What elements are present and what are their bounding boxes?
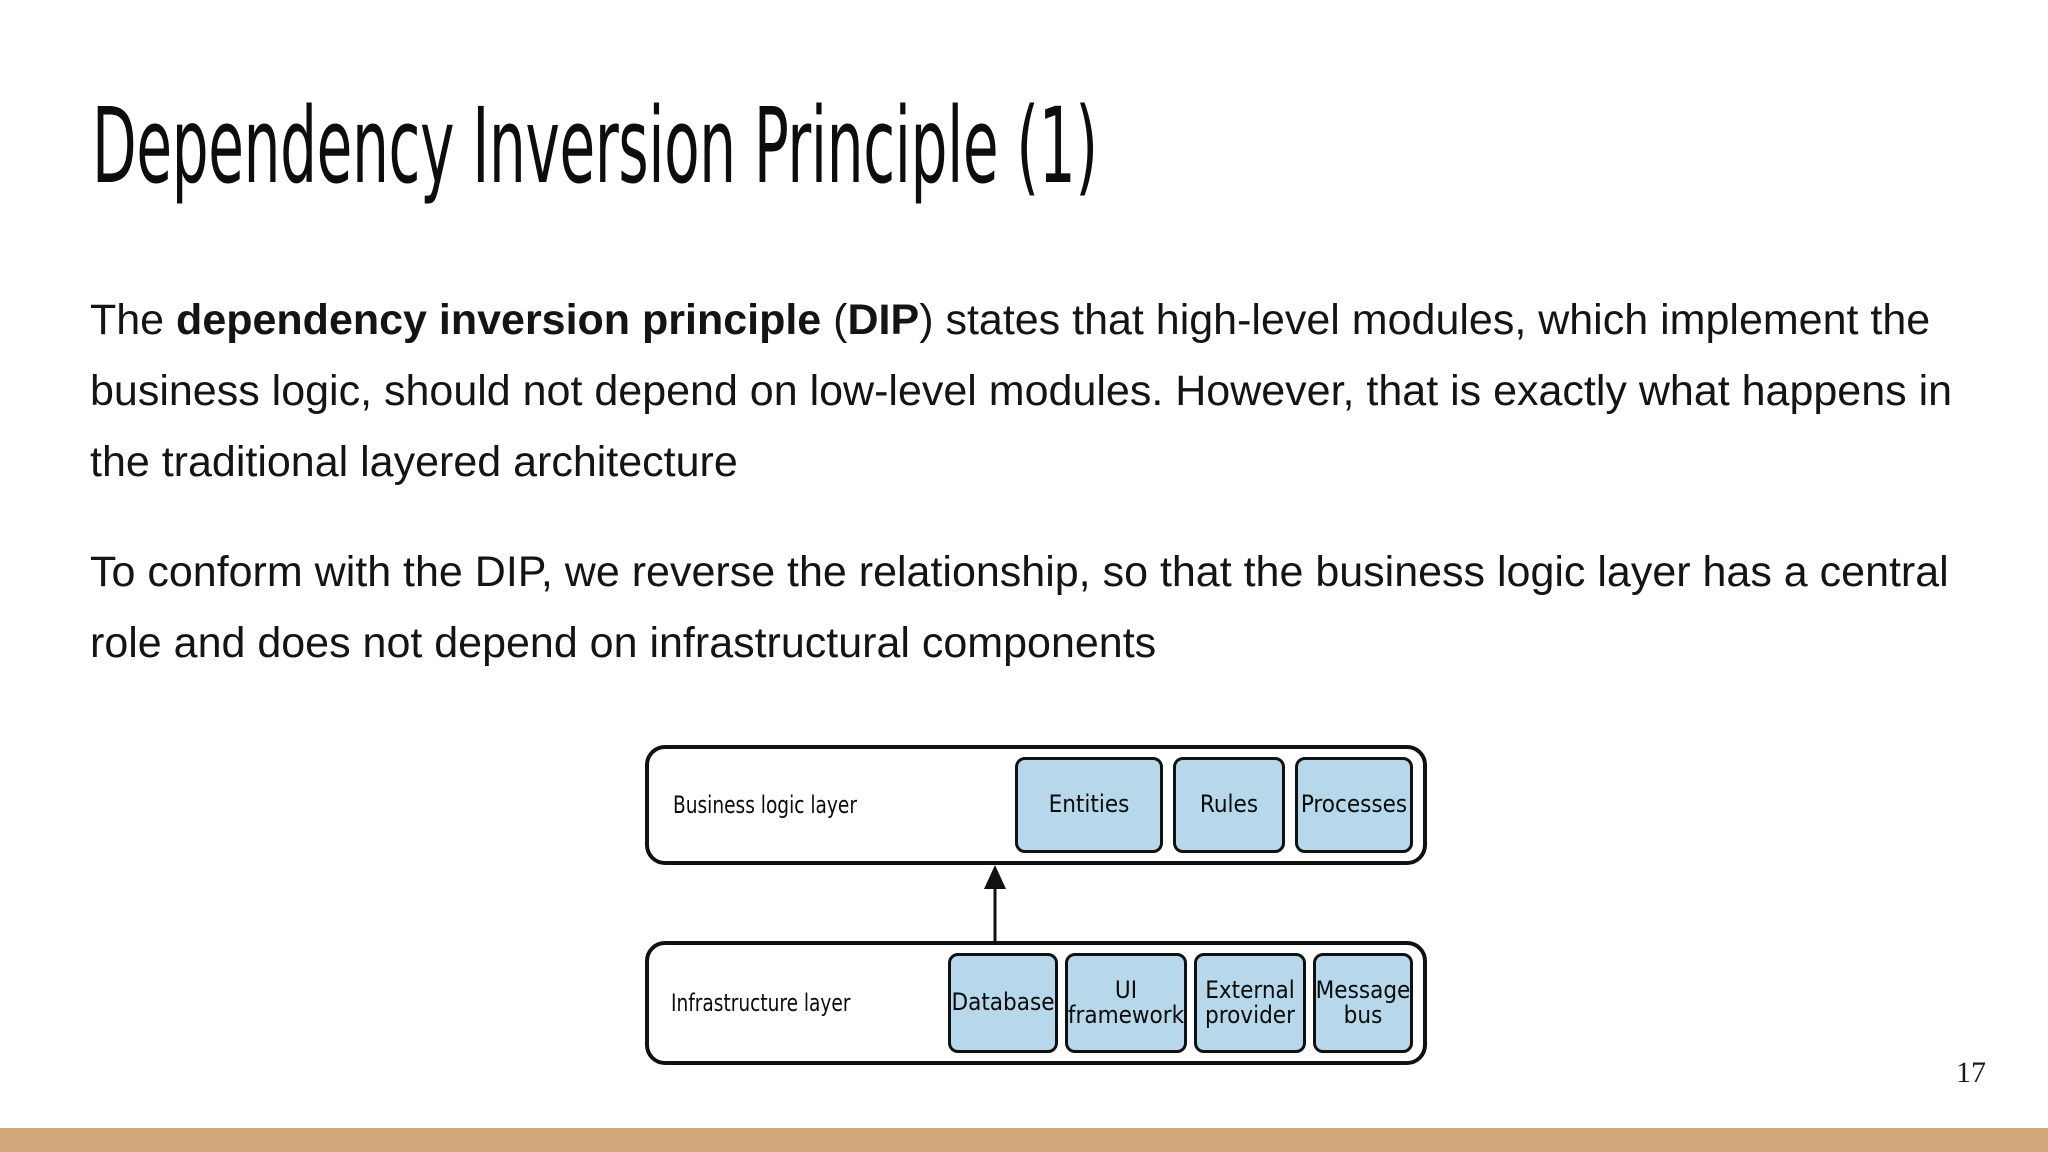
infrastructure-layer-label: Infrastructure layer [671,989,851,1017]
layered-architecture-diagram: Business logic layer Entities Rules Proc… [645,745,1427,1070]
chip-entities: Entities [1015,757,1163,853]
business-logic-layer: Business logic layer Entities Rules Proc… [645,745,1427,865]
chip-message-bus: Message bus [1313,953,1413,1053]
page-number: 17 [1956,1056,1986,1089]
paragraph-dip-conformance: To conform with the DIP, we reverse the … [90,548,1949,667]
business-logic-layer-chips: Entities Rules Processes [1005,757,1413,853]
paragraph-1-lead: The [90,296,177,344]
paragraph-1-bold-abbr: DIP [847,296,920,344]
infrastructure-layer-chips: Database UI framework External provider … [941,953,1413,1053]
chip-rules: Rules [1173,757,1285,853]
chip-ui-framework: UI framework [1065,953,1187,1053]
dependency-arrow-up-icon [984,865,1006,947]
paragraph-1-bold-term: dependency inversion principle [176,296,822,344]
infrastructure-layer: Infrastructure layer Database UI framewo… [645,941,1427,1065]
chip-database: Database [948,953,1058,1053]
paragraph-dip-definition: The dependency inversion principle (DIP)… [90,285,1990,498]
body-content: The dependency inversion principle (DIP)… [90,285,1990,679]
chip-external-provider: External provider [1194,953,1306,1053]
page-title: Dependency Inversion Principle (1) [92,85,1098,207]
paragraph-1-rest: ) states that high-level modules, which … [90,296,1953,486]
business-logic-layer-label: Business logic layer [673,791,857,819]
bottom-accent-band [0,1128,2048,1152]
paragraph-1-mid: ( [821,296,848,344]
chip-processes: Processes [1295,757,1413,853]
